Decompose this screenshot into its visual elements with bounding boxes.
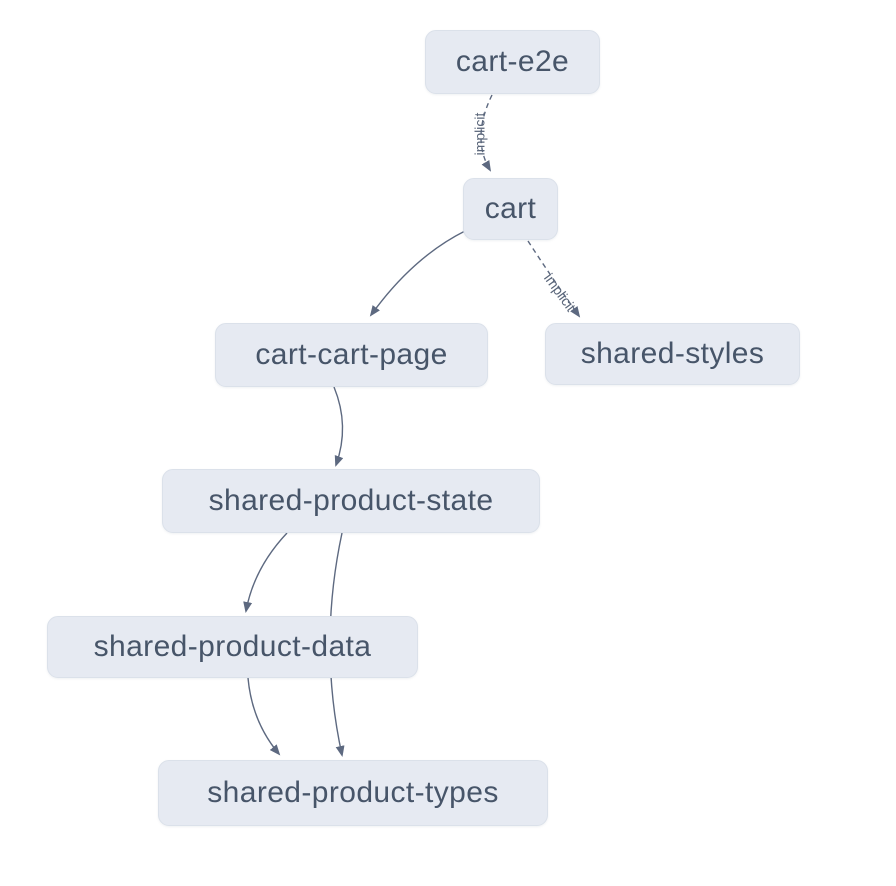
- edge-label-cart-e2e-to-cart: implicit: [472, 113, 488, 156]
- graph-node-shared-product-state[interactable]: shared-product-state: [162, 469, 540, 533]
- graph-node-cart[interactable]: cart: [463, 178, 558, 240]
- edge-shared-product-data-to-shared-product-types: [247, 677, 281, 756]
- graph-node-shared-styles[interactable]: shared-styles: [545, 323, 800, 385]
- edge-shared-product-state-to-shared-product-data: [243, 532, 288, 613]
- edge-label-cart-to-shared-styles: implicit: [541, 270, 579, 314]
- graph-node-cart-e2e[interactable]: cart-e2e: [425, 30, 600, 94]
- graph-node-shared-product-data[interactable]: shared-product-data: [47, 616, 418, 678]
- graph-node-shared-product-types[interactable]: shared-product-types: [158, 760, 548, 826]
- edge-cart-to-shared-styles: [527, 240, 581, 318]
- edge-cart-e2e-to-cart: [480, 94, 493, 172]
- edge-cart-cart-page-to-shared-product-state: [333, 386, 344, 467]
- edge-cart-to-cart-cart-page: [369, 230, 466, 317]
- graph-node-cart-cart-page[interactable]: cart-cart-page: [215, 323, 488, 387]
